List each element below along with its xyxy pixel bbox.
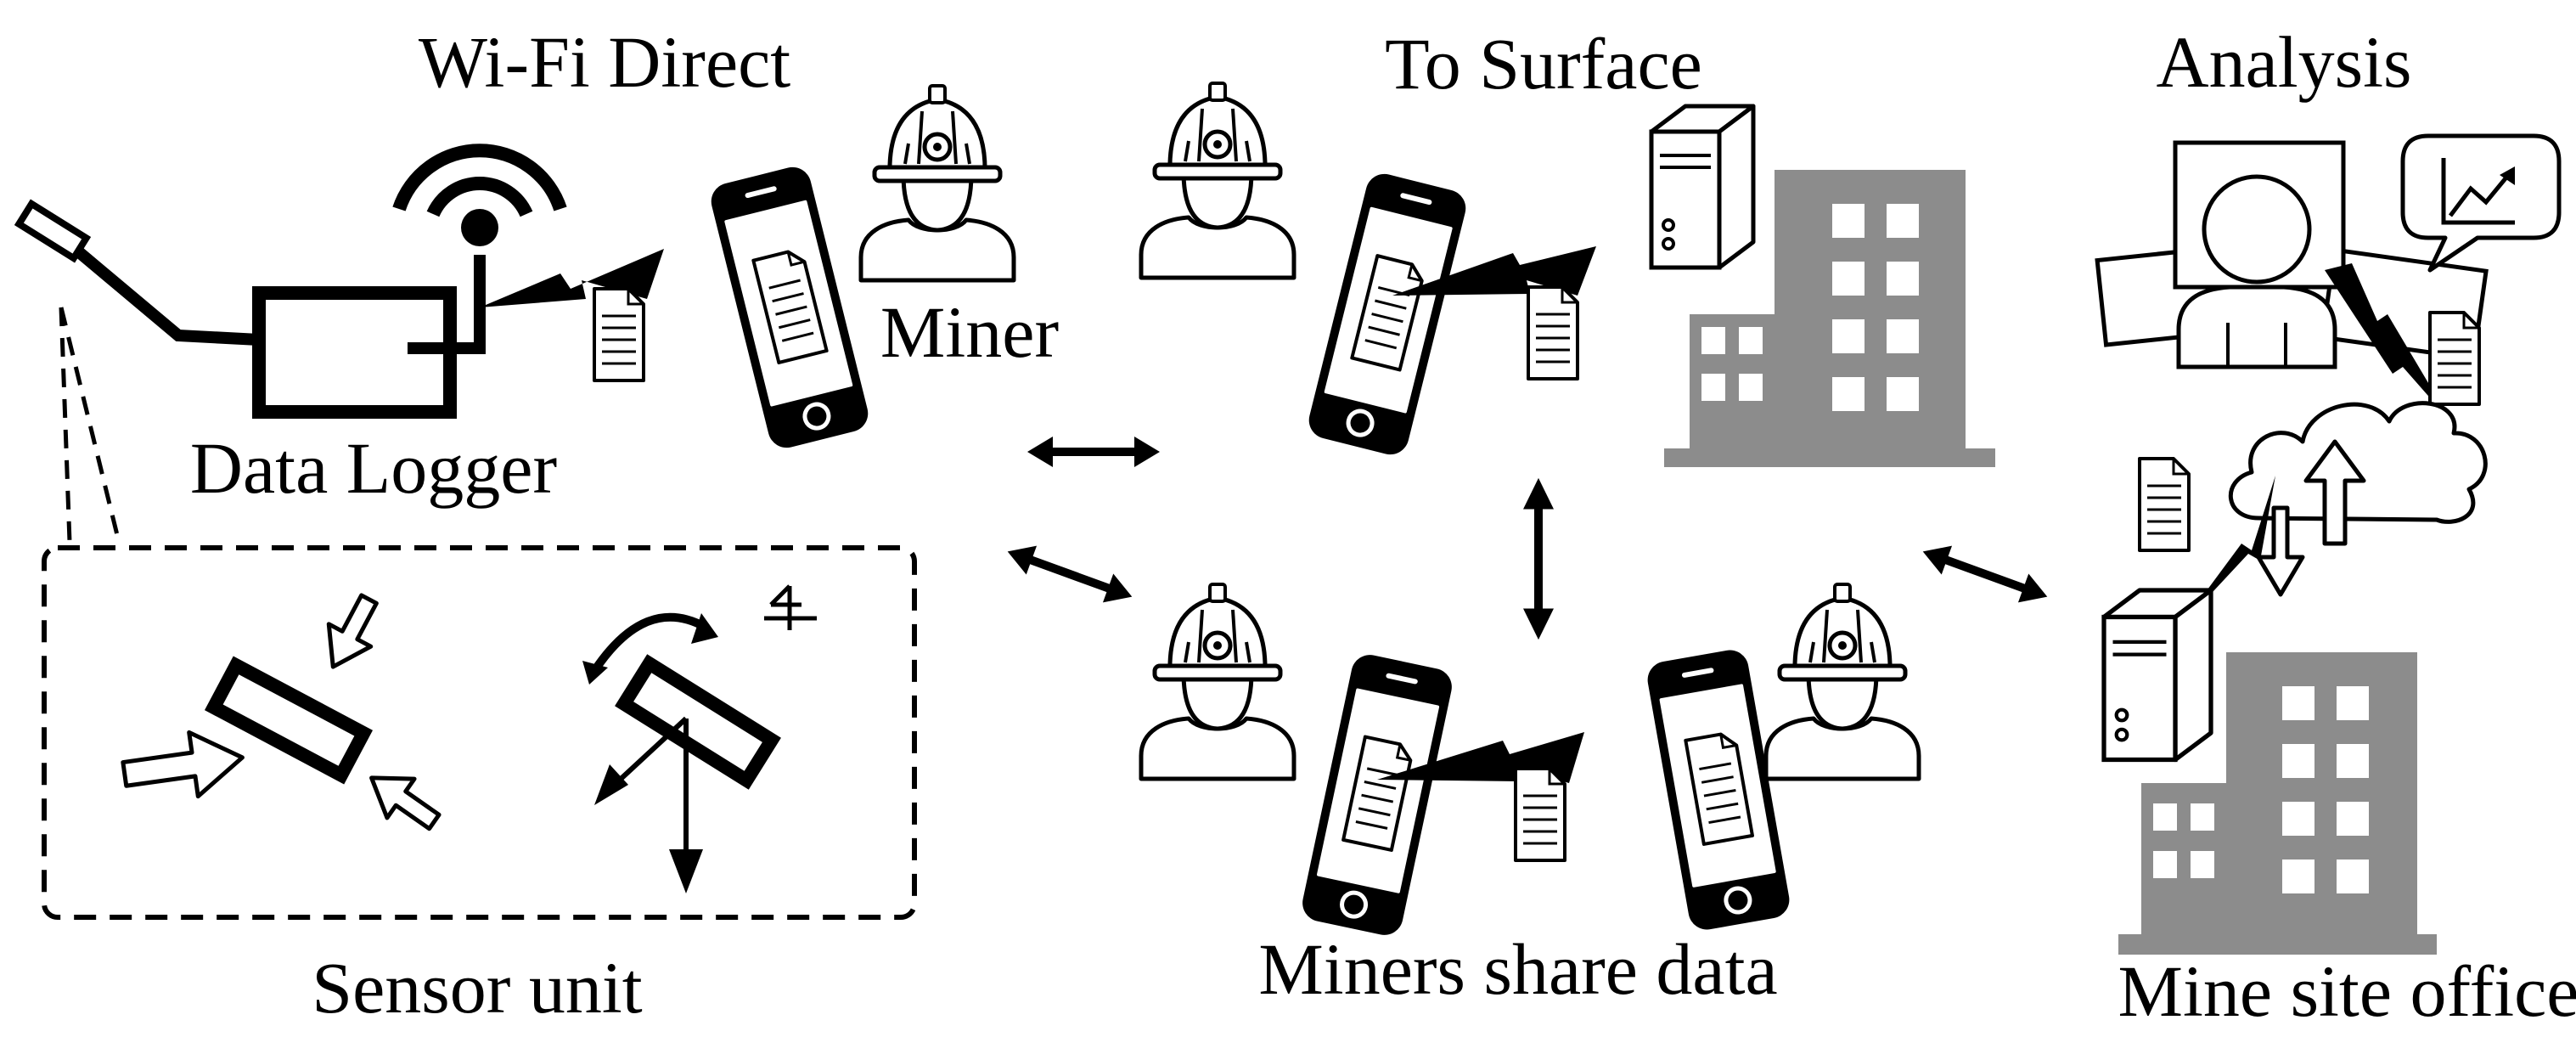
analysis-group [2095, 133, 2562, 423]
data-logger-group [14, 144, 664, 419]
surface-building-icon [1664, 170, 1995, 467]
analyst-icon [2176, 174, 2337, 369]
document-icon [593, 287, 645, 382]
chart-bubble-icon [2400, 133, 2562, 273]
cloud-icon [2229, 401, 2488, 524]
mine-site-office-label: Mine site office [2118, 950, 2576, 1032]
double-arrow-icon [1918, 537, 2053, 611]
lightning-icon [2325, 263, 2452, 423]
sensor-unit-label: Sensor unit [312, 947, 643, 1029]
wifi-direct-label: Wi-Fi Direct [418, 21, 791, 103]
sensor-probe-icon [14, 199, 260, 346]
analysis-label: Analysis [2156, 21, 2412, 103]
document-icon [1514, 767, 1566, 862]
force-arrow-icon [121, 593, 442, 831]
wifi-icon [392, 144, 567, 246]
miner-label: Miner [880, 291, 1060, 373]
upload-download-arrow-icon [2256, 439, 2366, 597]
angle-symbol-icon [764, 584, 817, 630]
office-building-icon [2118, 652, 2437, 955]
sensor-unit-box [42, 545, 917, 920]
double-arrow-icon [1027, 437, 1160, 467]
sensor-callout-lines [59, 307, 121, 543]
double-arrow-icon [1523, 478, 1554, 640]
to-surface-label: To Surface [1385, 23, 1702, 104]
miner-phone-icon [707, 163, 872, 452]
miner-helmet-icon [1141, 83, 1294, 278]
server-icon [2104, 590, 2211, 760]
double-arrow-icon [1003, 537, 1138, 611]
smartphone-icon [1299, 651, 1455, 938]
miner-helmet-icon [861, 86, 1014, 280]
document-icon [2138, 457, 2191, 552]
document-icon [1527, 285, 1579, 380]
lightning-icon [1392, 246, 1596, 296]
lightning-icon [480, 249, 664, 307]
miners-share-data-label: Miners share data [1258, 928, 1778, 1010]
miner-helmet-icon [1766, 584, 1919, 779]
server-icon [1651, 106, 1753, 268]
miner-helmet-icon [1141, 584, 1294, 779]
smartphone-icon [1645, 647, 1792, 933]
rotation-arrow-icon [582, 612, 718, 685]
document-icon [2428, 311, 2481, 406]
data-logger-label: Data Logger [189, 427, 558, 509]
tilt-arrows-icon [594, 716, 703, 893]
lightning-icon [2179, 476, 2275, 628]
smartphone-icon [1305, 170, 1470, 459]
